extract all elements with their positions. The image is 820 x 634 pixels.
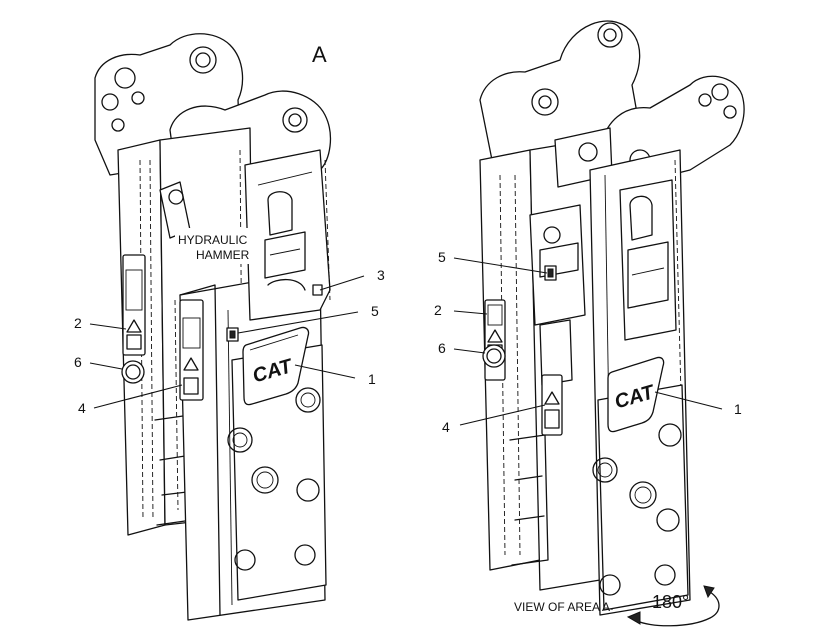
callout-left-4: 4 bbox=[78, 400, 86, 416]
callout-left-3: 3 bbox=[377, 267, 385, 283]
right-callout-leaders bbox=[453, 257, 723, 426]
hydraulic-hammer-label-line2: HAMMER bbox=[196, 248, 250, 262]
hydraulic-hammer-label-line1: HYDRAULIC bbox=[178, 233, 248, 247]
label-background bbox=[175, 228, 261, 264]
view-label-a: A bbox=[312, 42, 327, 67]
callout-left-1: 1 bbox=[368, 371, 376, 387]
callout-left-5: 5 bbox=[371, 303, 379, 319]
callout-right-5: 5 bbox=[438, 249, 446, 265]
callout-right-6: 6 bbox=[438, 340, 446, 356]
callout-right-4: 4 bbox=[442, 419, 450, 435]
left-hammer-drawing bbox=[94, 33, 332, 621]
callout-right-1: 1 bbox=[734, 401, 742, 417]
callout-left-6: 6 bbox=[74, 354, 82, 370]
rotation-arrow-icon bbox=[626, 585, 720, 627]
callout-left-2: 2 bbox=[74, 315, 82, 331]
rotation-degrees: 180° bbox=[652, 592, 689, 612]
view-caption: VIEW OF AREA A bbox=[514, 600, 610, 614]
left-callout-leaders bbox=[89, 275, 365, 409]
right-hammer-drawing bbox=[479, 20, 745, 616]
callout-right-2: 2 bbox=[434, 302, 442, 318]
